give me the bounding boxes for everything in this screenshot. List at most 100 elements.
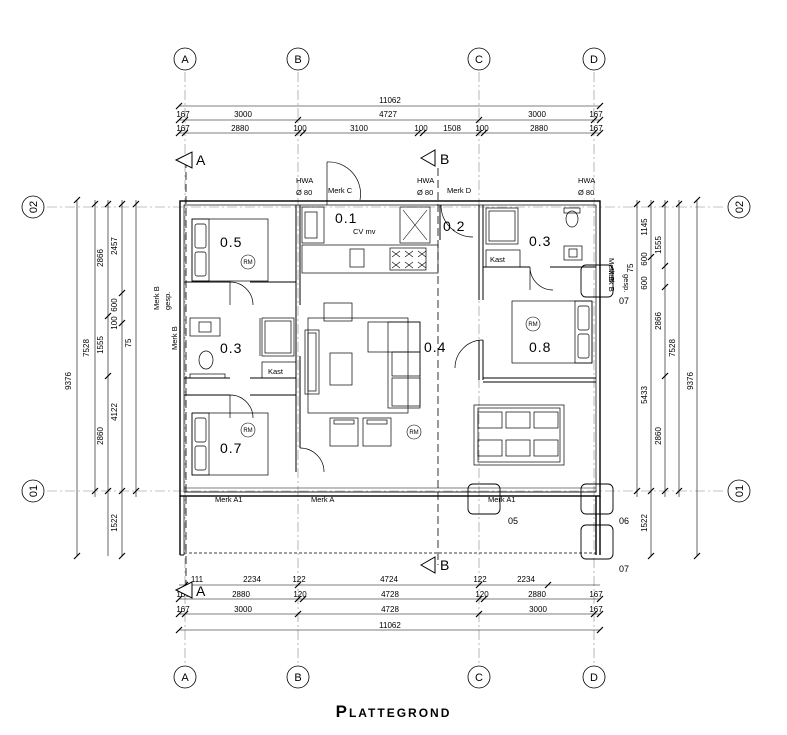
dim-bottom-r1-3: 4724: [380, 575, 398, 584]
grid-label-a-top: A: [181, 54, 189, 66]
dim-left-c1-2: 2860: [96, 427, 105, 445]
section-b-bottom-label: B: [440, 557, 449, 573]
dim-bottom-r2-3: 4728: [381, 590, 399, 599]
grid-bubbles: [21, 47, 751, 689]
dims-right-lines: [633, 196, 701, 560]
detail-06-label: 06: [619, 516, 629, 526]
section-markers: [174, 149, 436, 599]
dim-bottom-r2-0: 167: [176, 590, 190, 599]
dim-top-r2-3: 3000: [528, 110, 546, 119]
stove: [391, 209, 428, 269]
dim-bottom-r2-2: 120: [293, 590, 307, 599]
dim-left-c2-3: 4122: [110, 403, 119, 421]
kast-label-2: Kast: [268, 367, 284, 376]
dim-top-r3-6: 100: [475, 124, 489, 133]
detail-05-label: 05: [508, 516, 518, 526]
dim-bottom-r2-4: 120: [475, 590, 489, 599]
rm-label-4: RM: [409, 430, 418, 436]
dim-right-bottom: 1522: [640, 514, 649, 532]
dim-top-r2-0: 167: [176, 110, 190, 119]
dim-bottom-r1-4: 122: [473, 575, 487, 584]
room-0-1: 0.1: [335, 210, 357, 226]
room-0-3: 0.3: [529, 233, 551, 249]
grid-label-d-bottom: D: [590, 672, 598, 684]
merk-d-label: Merk D: [447, 186, 472, 195]
drawing-title: Plattegrond: [335, 702, 452, 721]
section-b-top-label: B: [440, 151, 449, 167]
dim-right-total: 7528: [668, 339, 677, 357]
room-0-7: 0.7: [220, 440, 242, 456]
room-0-2: 0.2: [443, 218, 465, 234]
room-0-4: 0.4: [424, 339, 446, 355]
dim-top-r3-5: 1508: [443, 124, 461, 133]
dim-top-r3-0: 167: [176, 124, 190, 133]
dim-bottom-r3-1: 3000: [234, 605, 252, 614]
dim-top-r3-8: 167: [589, 124, 603, 133]
detail-callouts: [467, 264, 614, 560]
grid-label-c-bottom: C: [475, 672, 483, 684]
merk-b-label-1: Merk B: [152, 286, 161, 310]
dim-bottom-r1-2: 122: [292, 575, 306, 584]
rm-label-3: RM: [528, 322, 537, 328]
dim-bottom-r3-3: 3000: [529, 605, 547, 614]
dim-left-bottom: 1522: [110, 514, 119, 532]
dim-bottom-r1-5: 2234: [517, 575, 535, 584]
grid-label-c-top: C: [475, 54, 483, 66]
dim-top-r2-4: 167: [589, 110, 603, 119]
vent-label-2: Ø 80: [417, 188, 433, 197]
vent-label-1: Ø 80: [296, 188, 312, 197]
dim-left-c1-1: 1555: [96, 336, 105, 354]
dim-right-c2-0: 5433: [640, 386, 649, 404]
detail-07-label-1: 07: [619, 296, 629, 306]
dim-right-overall: 9376: [686, 372, 695, 390]
hwa-label-1: HWA: [296, 176, 313, 185]
section-a-bottom-label: A: [196, 583, 206, 599]
dim-right-c1-5: 2860: [654, 427, 663, 445]
grid-label-b-top: B: [294, 54, 301, 66]
detail-07-label-2: 07: [619, 564, 629, 574]
dim-right-c1-2: 600: [640, 252, 649, 266]
dim-left-c1-0: 2866: [96, 249, 105, 267]
dim-bottom-r3-4: 167: [589, 605, 603, 614]
dim-top-r3-1: 2880: [231, 124, 249, 133]
grid-label-01-right: 01: [734, 485, 746, 497]
merk-b-label-4: Merk B: [607, 268, 616, 292]
dim-bottom-r2-6: 167: [589, 590, 603, 599]
dim-top-r3-4: 100: [414, 124, 428, 133]
dim-bottom-r3-0: 167: [176, 605, 190, 614]
dim-left-c2-2: 100: [110, 316, 119, 330]
dim-top-r2-1: 3000: [234, 110, 252, 119]
kast-label-1: Kast: [490, 255, 506, 264]
dim-right-c1-3: 600: [640, 276, 649, 290]
hwa-label-3: HWA: [578, 176, 595, 185]
dims-bottom-lines: [175, 581, 604, 634]
grid-label-b-bottom: B: [294, 672, 301, 684]
hwa-label-2: HWA: [417, 176, 434, 185]
merk-c-label: Merk C: [328, 186, 353, 195]
dim-bottom-r2-5: 2880: [528, 590, 546, 599]
dims-left-lines: [73, 196, 140, 560]
dim-left-small-4: 75: [124, 338, 133, 347]
dim-left-c2-1: 600: [110, 298, 119, 312]
dim-bottom-r2-1: 2880: [232, 590, 250, 599]
furniture: [189, 206, 593, 476]
rm-label-2: RM: [243, 428, 252, 434]
room-0-6: 0.3: [220, 340, 242, 356]
dim-bottom-r1-1: 2234: [243, 575, 261, 584]
gesp-label-1: gesp.: [163, 292, 172, 310]
dim-top-r3-3: 3100: [350, 124, 368, 133]
cv-label: CV mv: [353, 227, 376, 236]
doors: [229, 161, 554, 473]
dim-left-overall: 9376: [64, 372, 73, 390]
grid-label-02-left: 02: [28, 201, 40, 213]
dim-top-r2-2: 4727: [379, 110, 397, 119]
dim-right-c1-1: 1555: [654, 236, 663, 254]
walls: [179, 200, 601, 556]
room-0-8: 0.8: [529, 339, 551, 355]
gesp-label-2: gesp.: [622, 274, 631, 292]
merk-a1-label-1: Merk A1: [215, 495, 243, 504]
dim-top-r3-2: 100: [293, 124, 307, 133]
dim-right-c1-4: 2866: [654, 312, 663, 330]
rm-markers: [240, 254, 541, 440]
